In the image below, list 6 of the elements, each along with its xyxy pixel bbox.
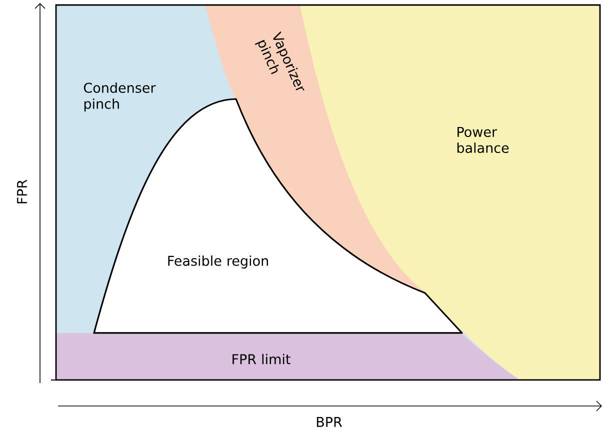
axis-label: FPR bbox=[17, 180, 27, 204]
region-label: FPR limit bbox=[232, 354, 290, 364]
region-label: Feasible region bbox=[168, 255, 268, 269]
axis-label: BPR bbox=[316, 417, 342, 427]
region-label: Condenser pinch bbox=[84, 82, 156, 112]
region-label: Power balance bbox=[457, 126, 509, 153]
